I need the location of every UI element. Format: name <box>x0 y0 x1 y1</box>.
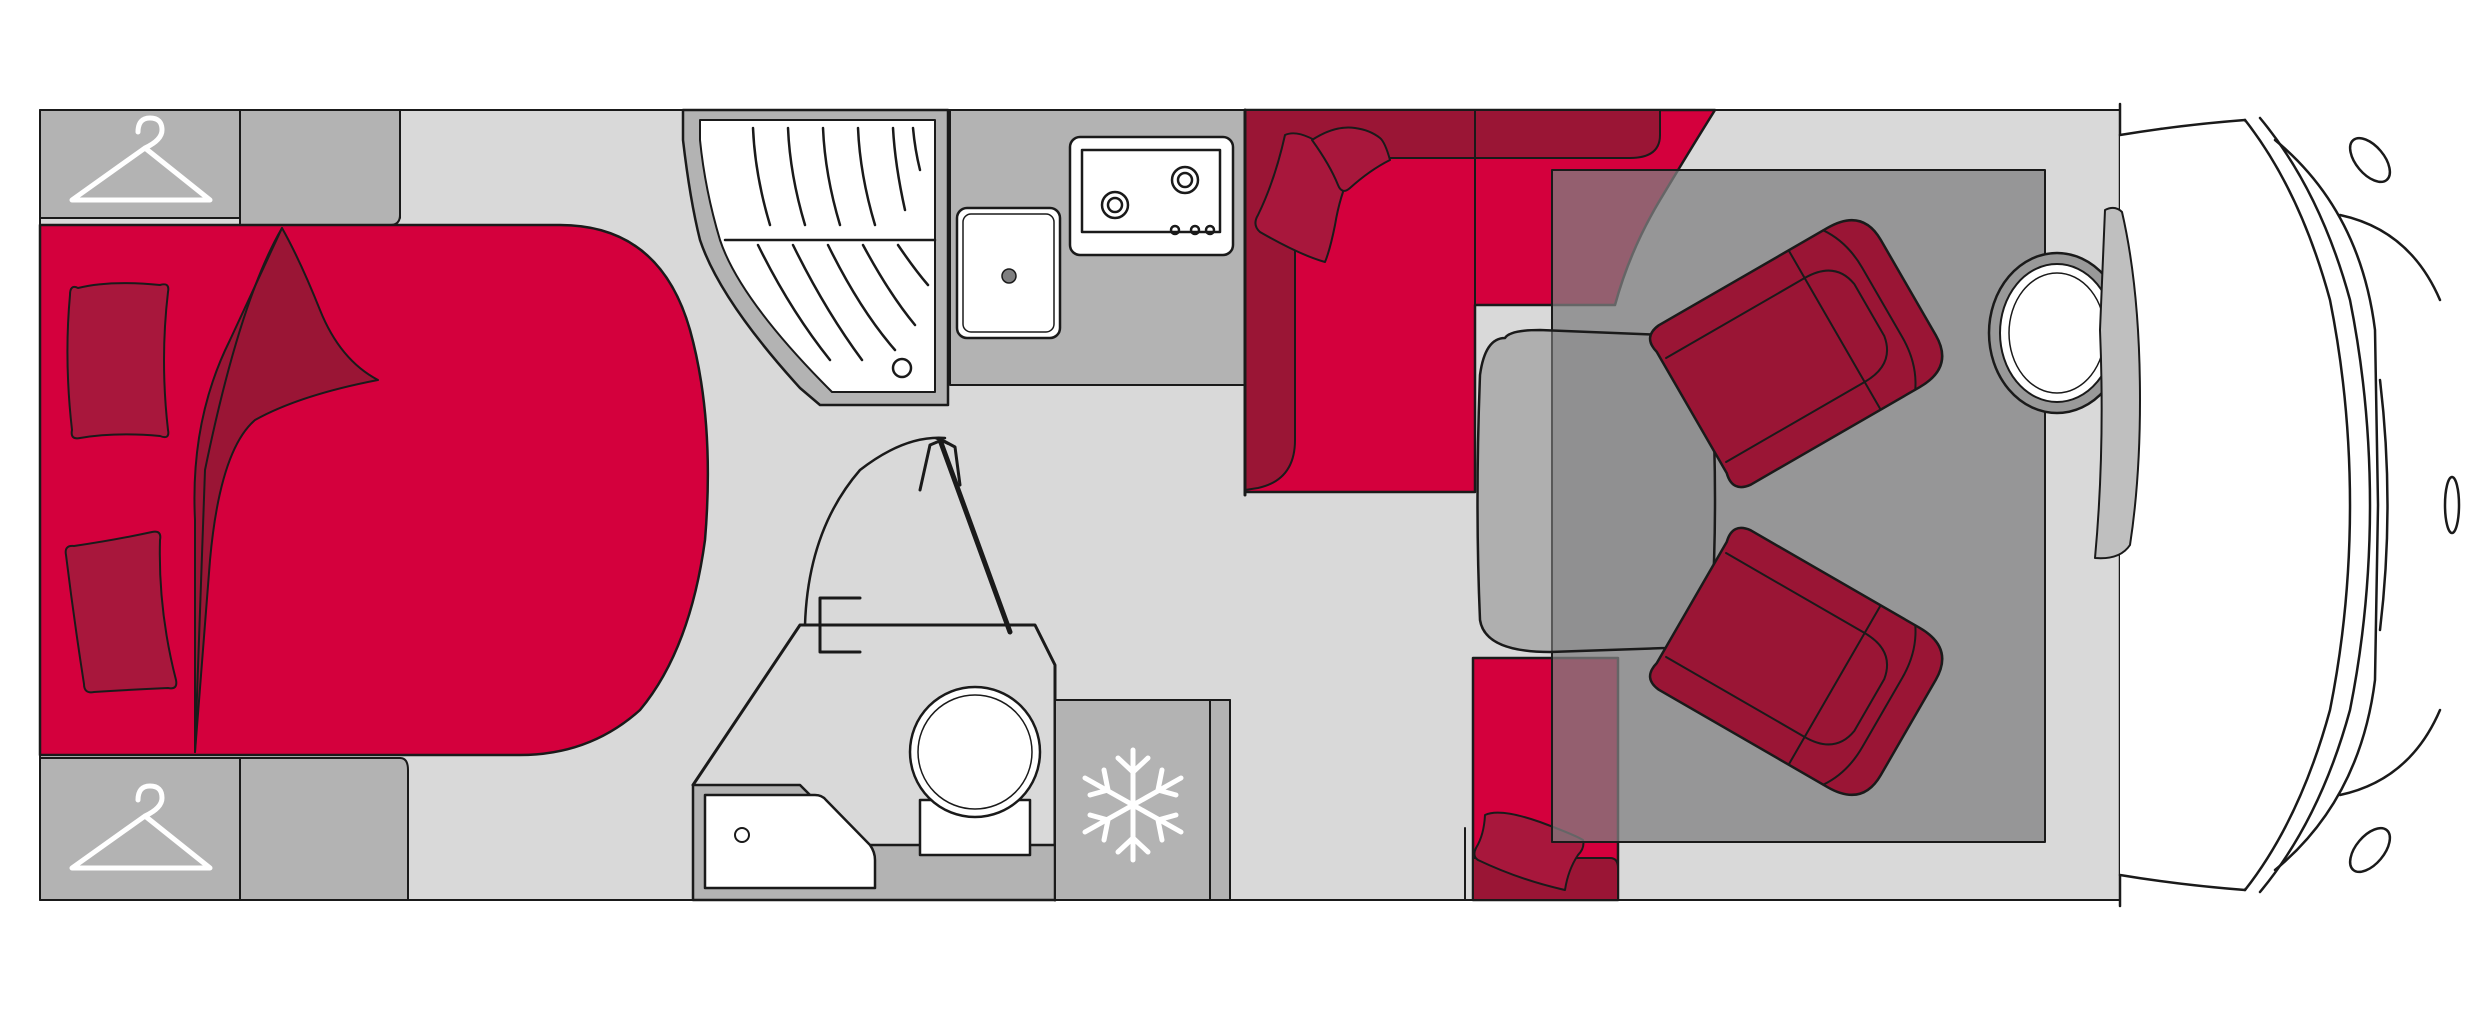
shower-icon <box>723 126 937 379</box>
wardrobe-top <box>39 109 401 226</box>
mirror-right <box>2348 826 2392 874</box>
wardrobe-bottom <box>39 757 409 901</box>
cushion-icon <box>1254 126 1391 263</box>
mirror-left <box>2348 136 2392 184</box>
armchair-icon <box>1648 219 1944 489</box>
pillow-icon <box>66 282 170 440</box>
sink-icon <box>955 206 1062 340</box>
washroom-door <box>803 436 947 627</box>
pillow-icon <box>64 530 178 694</box>
door-handle <box>818 438 962 654</box>
washroom <box>691 436 1057 902</box>
shower-tray <box>681 108 950 407</box>
hanger-icon <box>69 783 213 871</box>
mattress <box>38 223 710 757</box>
toilet-icon <box>908 685 1042 857</box>
kitchen-counter <box>949 109 1246 386</box>
fridge <box>1054 699 1231 901</box>
dashboard-edge <box>2094 206 2141 560</box>
armchair-icon <box>1648 526 1944 796</box>
hob-icon <box>1068 135 1235 257</box>
washbasin <box>703 793 877 890</box>
windscreen <box>2243 118 2352 892</box>
blanket-fold <box>193 227 379 753</box>
hanger-icon <box>69 115 213 203</box>
bed <box>38 223 710 757</box>
cab-front <box>2118 102 2461 908</box>
snowflake-icon <box>1082 747 1184 863</box>
